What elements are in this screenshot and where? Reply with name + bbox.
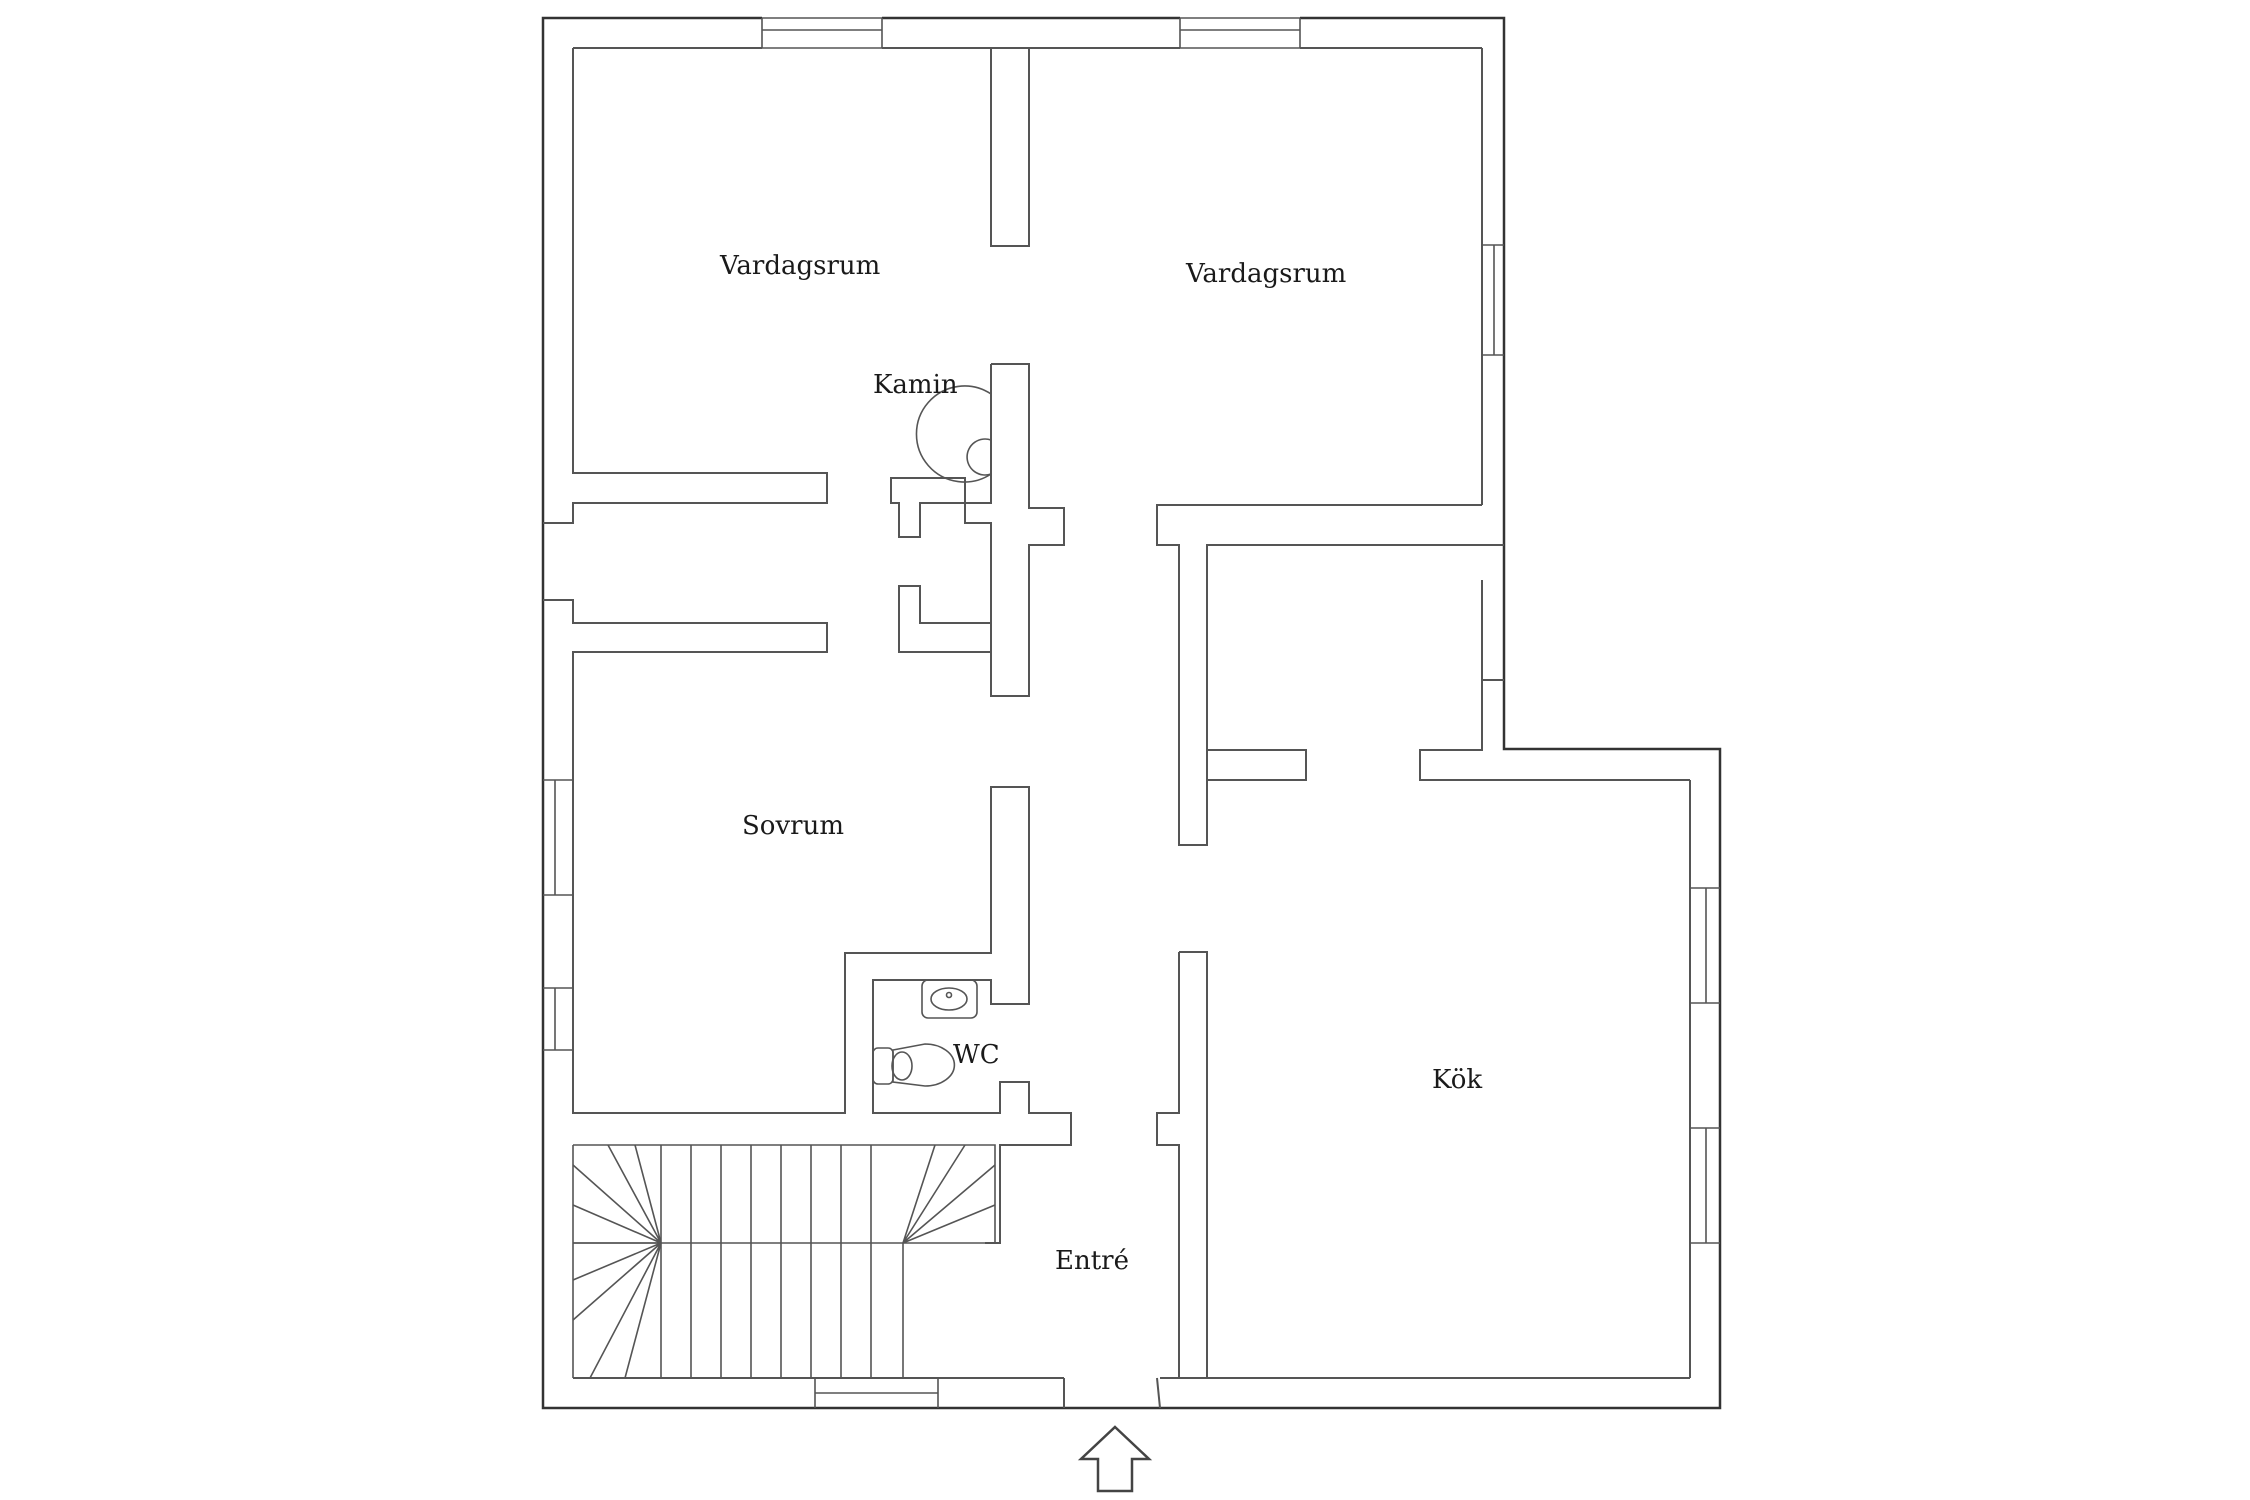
label-wc: WC — [953, 1040, 1000, 1070]
label-vardagsrum-right: Vardagsrum — [1185, 259, 1346, 289]
windows — [543, 16, 1720, 1408]
staircase-icon — [572, 1144, 996, 1379]
up-arrow-icon — [1077, 1425, 1153, 1493]
exterior-walls — [541, 16, 1722, 1410]
fireplace-icon — [915, 385, 992, 483]
room-labels: Vardagsrum Vardagsrum Kamin Sovrum WC Kö… — [719, 251, 1482, 1276]
toilet-icon — [872, 1043, 956, 1087]
label-kok: Kök — [1432, 1065, 1482, 1095]
interior-walls — [543, 48, 1690, 1409]
washbasin-icon — [921, 979, 978, 1019]
label-vardagsrum-left: Vardagsrum — [719, 251, 880, 281]
label-kamin: Kamin — [873, 370, 958, 400]
label-entre: Entré — [1055, 1246, 1129, 1276]
label-sovrum: Sovrum — [742, 811, 844, 841]
